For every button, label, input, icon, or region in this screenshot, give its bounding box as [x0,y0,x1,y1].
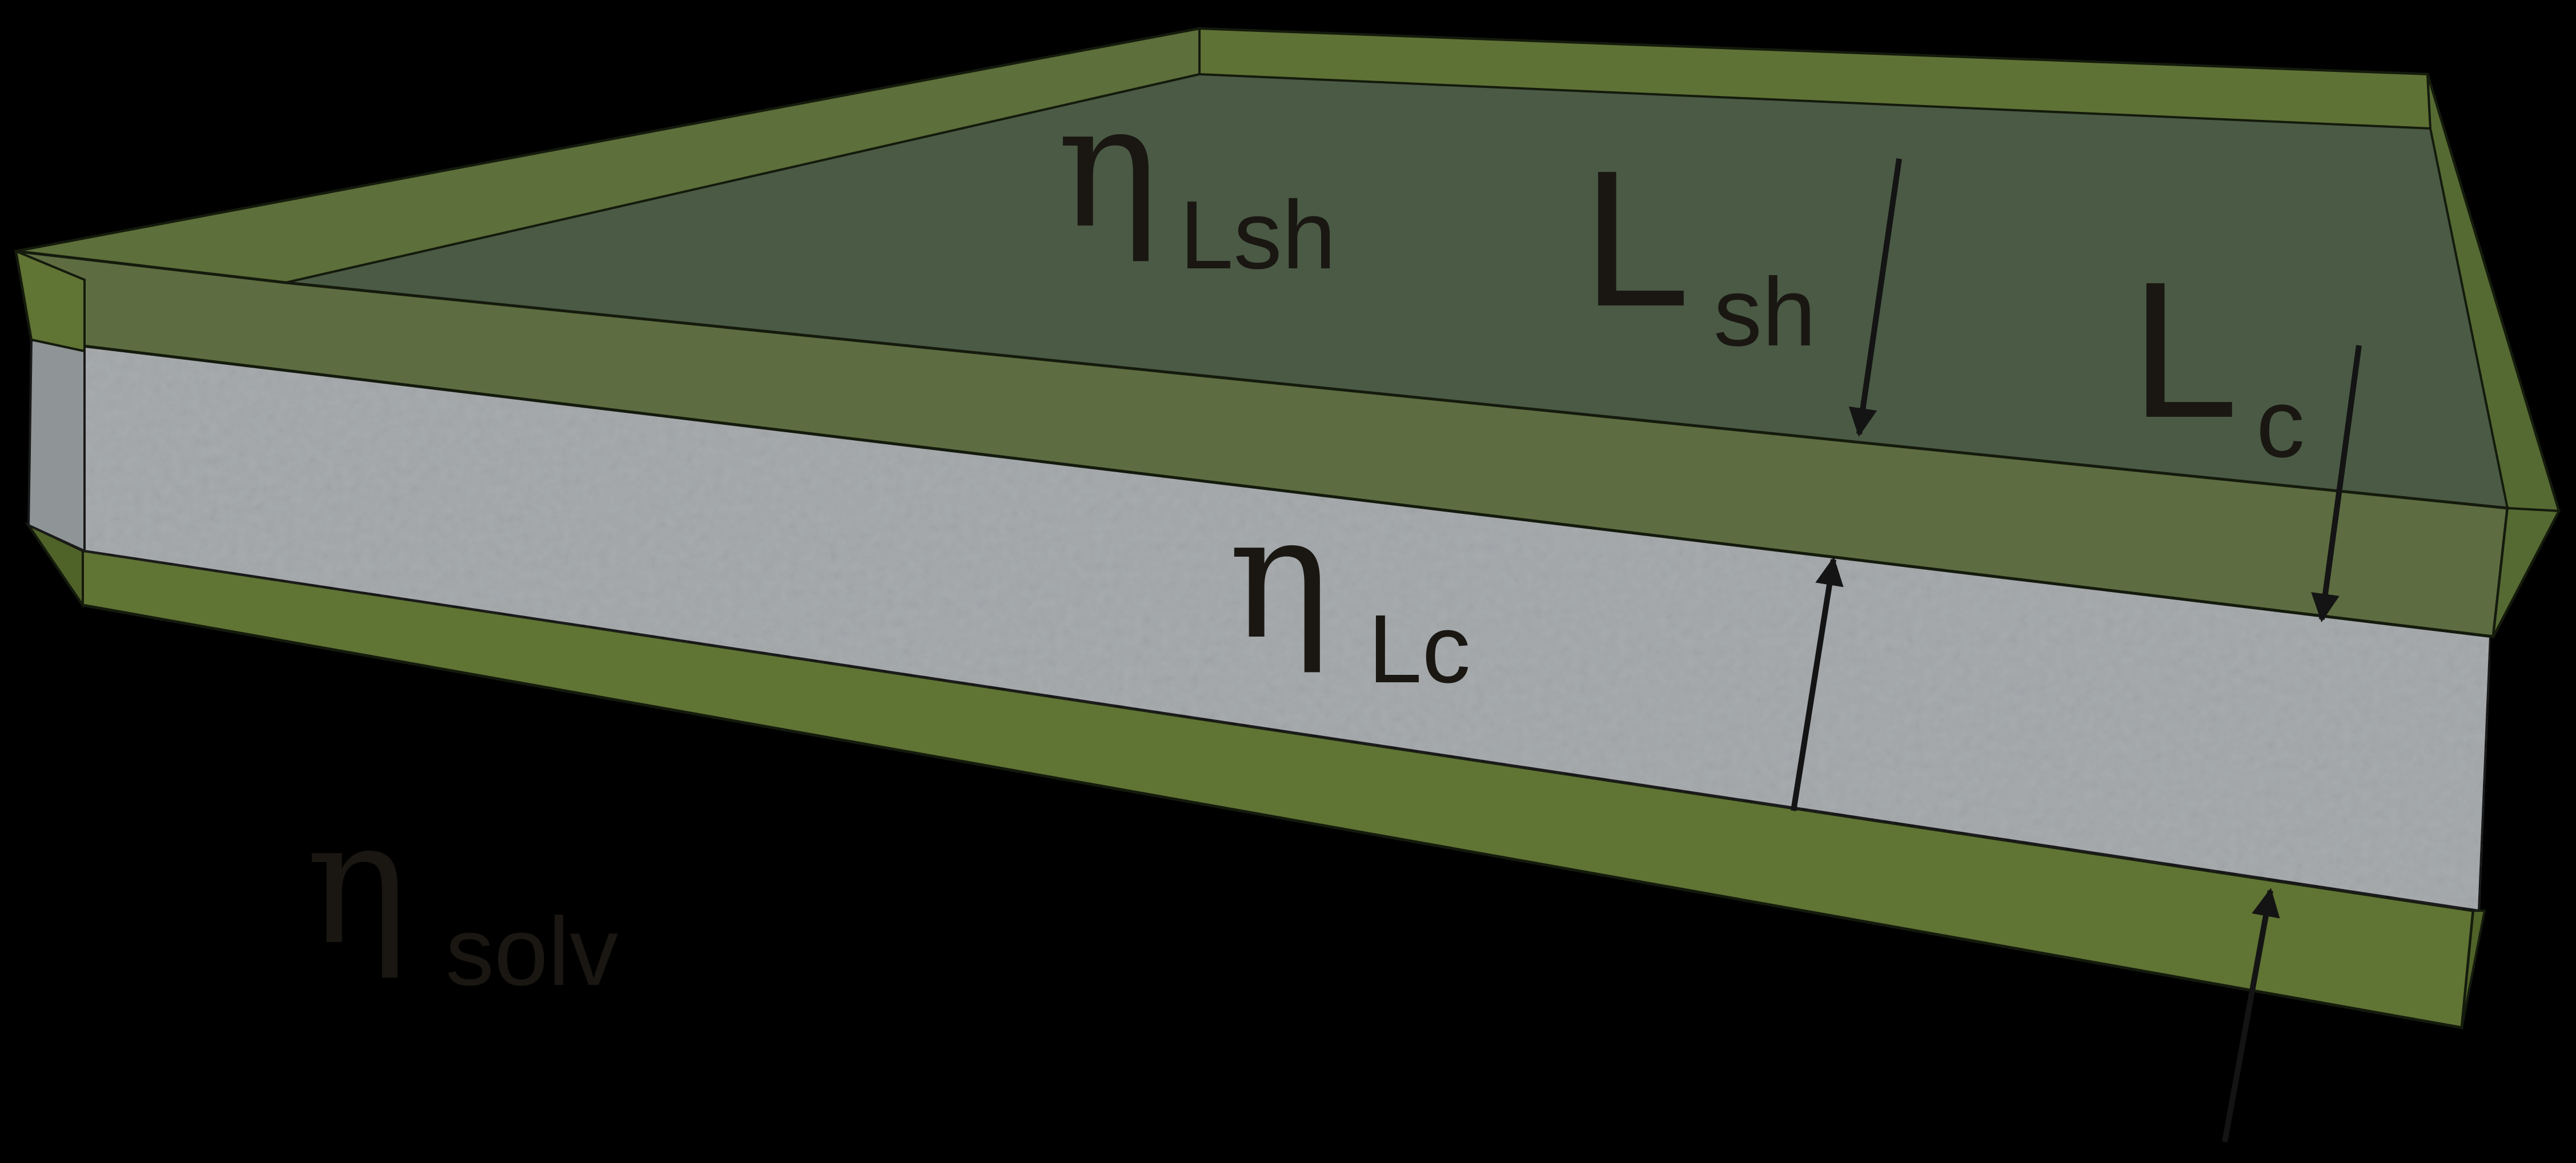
top-shell-right-end [2492,506,2561,637]
L-symbol: L [1582,130,1690,347]
arrow-core-bottom [1791,557,1844,811]
L-sh-subscript: sh [1714,258,1816,367]
L-c-subscript: c [2256,369,2305,478]
eta-symbol: η [1228,478,1331,677]
eta-symbol: η [1057,67,1159,266]
eta-symbol: η [306,783,408,983]
L-symbol: L [2130,242,2238,458]
label-eta-Lsh: η Lsh [1057,67,1336,289]
eta-Lc-subscript: Lc [1368,595,1471,703]
top-shell-layer [14,27,2561,638]
eta-solv-subscript: solv [446,898,618,1006]
arrow-bottom-shell [2222,888,2280,1142]
top-shell-left-edge [14,249,86,353]
label-eta-Lc: η Lc [1228,478,1471,703]
arrow-L-shell [1848,158,1902,437]
label-L-sh: L sh [1582,130,1816,367]
core-left-edge [27,338,86,553]
eta-Lsh-subscript: Lsh [1179,181,1336,289]
label-L-c: L c [2130,242,2305,478]
arrow-L-core-top [2311,345,2362,622]
label-eta-solv: η solv [306,783,618,1006]
